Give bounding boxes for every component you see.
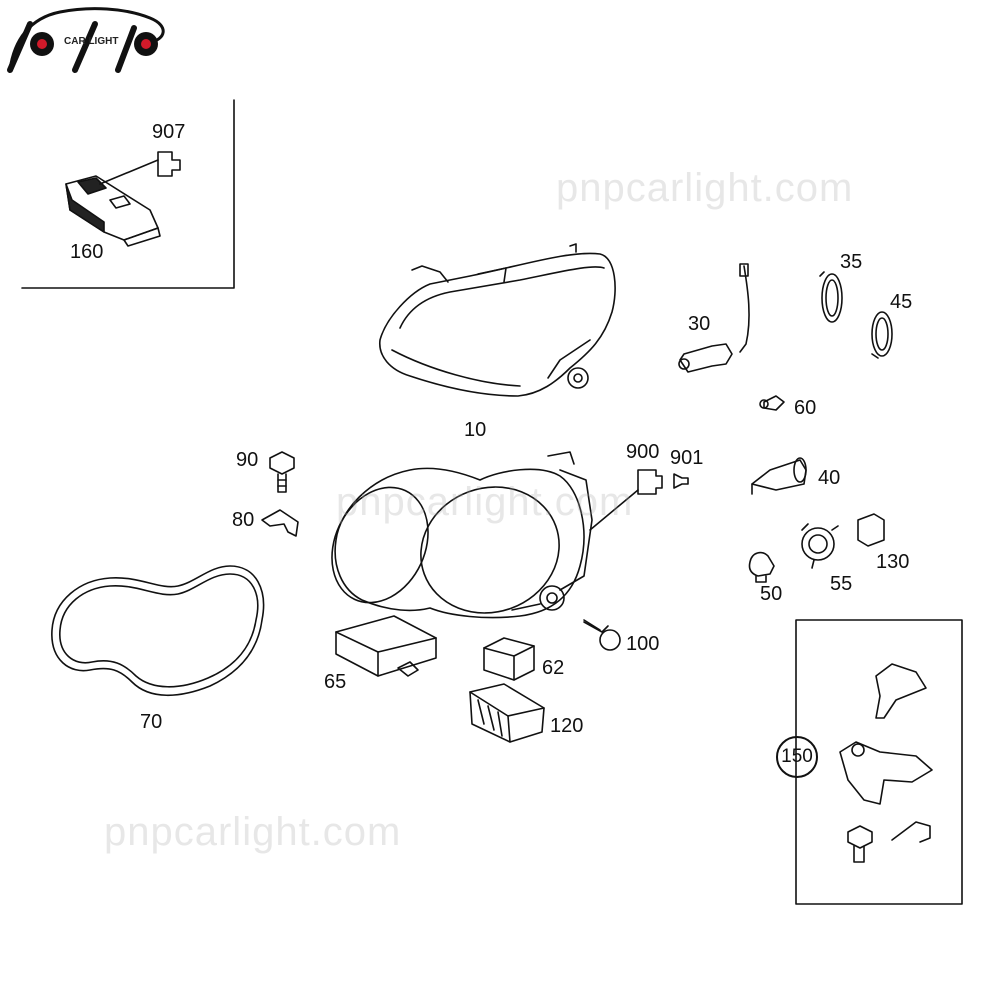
label-150: 150 — [776, 736, 818, 778]
label-80: 80 — [232, 509, 255, 531]
watermark: pnpcarlight.com — [104, 810, 402, 854]
part-90-bolt — [269, 451, 295, 493]
inset-frame-160 — [21, 99, 235, 289]
brand-logo — [7, 7, 165, 73]
label-50: 50 — [760, 583, 783, 605]
logo-text: CAR LIGHT — [64, 36, 119, 47]
part-10-headlamp — [379, 243, 616, 397]
label-901: 901 — [670, 447, 704, 469]
part-901-plug — [673, 473, 689, 489]
label-70: 70 — [140, 711, 163, 733]
part-130-socket — [857, 513, 885, 547]
watermark: pnpcarlight.com — [336, 480, 634, 524]
part-160-switch — [65, 159, 161, 247]
reflector-housing — [331, 451, 593, 619]
part-65-module — [335, 615, 437, 677]
part-150-brackets — [839, 663, 933, 863]
part-55-holder — [801, 523, 839, 569]
label-160: 160 — [70, 241, 104, 263]
label-55: 55 — [830, 573, 853, 595]
label-65: 65 — [324, 671, 347, 693]
part-70-gasket — [51, 565, 265, 697]
label-62: 62 — [542, 657, 565, 679]
part-80-clip — [261, 509, 299, 537]
part-62-box — [483, 637, 535, 681]
part-100-screw — [583, 619, 621, 651]
part-60-bulb — [759, 395, 785, 411]
watermark: pnpcarlight.com — [556, 166, 854, 210]
label-30: 30 — [688, 313, 711, 335]
label-907: 907 — [152, 121, 186, 143]
part-907-connector — [157, 151, 181, 177]
part-900-connector — [637, 469, 663, 495]
label-10: 10 — [464, 419, 487, 441]
part-45-ring — [871, 311, 893, 359]
label-900: 900 — [626, 441, 660, 463]
label-100: 100 — [626, 633, 660, 655]
part-50-bulb — [748, 551, 775, 583]
part-30-bulb — [678, 263, 750, 373]
label-45: 45 — [890, 291, 913, 313]
part-120-tray — [469, 683, 545, 743]
label-40: 40 — [818, 467, 841, 489]
label-90: 90 — [236, 449, 259, 471]
label-35: 35 — [840, 251, 863, 273]
part-35-ring — [819, 271, 843, 323]
label-130: 130 — [876, 551, 910, 573]
label-120: 120 — [550, 715, 584, 737]
label-60: 60 — [794, 397, 817, 419]
part-40-bulb — [751, 457, 807, 495]
